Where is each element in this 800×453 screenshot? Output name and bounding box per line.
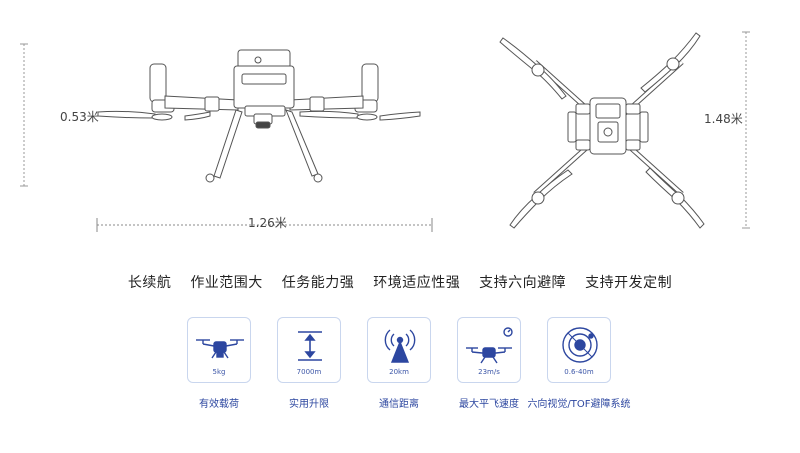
spec-value: 20km: [389, 368, 409, 376]
spec-value: 7000m: [296, 368, 322, 376]
spec-caption: 实用升限: [289, 399, 329, 410]
signal-tower-icon: [384, 329, 416, 363]
spec-caption: 有效载荷: [199, 399, 239, 410]
spec-card-range: 20km: [367, 317, 431, 383]
spec-card-obstacle: 0.6-40m: [547, 317, 611, 383]
drone-front-view: [96, 49, 433, 232]
diagonal-dimension-line: [742, 31, 750, 229]
diagonal-dimension-label: 1.48米: [704, 112, 743, 126]
feature-item: 支持开发定制: [585, 275, 673, 291]
spec-caption: 通信距离: [379, 399, 419, 410]
spec-value: 0.6-40m: [564, 368, 594, 376]
spec-card-speed: 23m/s: [457, 317, 521, 383]
spec-caption: 最大平飞速度: [459, 399, 519, 410]
feature-item: 环境适应性强: [373, 275, 461, 291]
feature-item: 任务能力强: [281, 275, 355, 291]
drone-payload-icon: [196, 339, 244, 359]
spec-caption: 六向视觉/TOF避障系统: [527, 399, 631, 410]
spec-value: 23m/s: [478, 368, 500, 376]
altitude-icon: [298, 331, 322, 361]
spec-card-payload: 5kg: [187, 317, 251, 383]
height-dimension-label: 0.53米: [60, 110, 99, 124]
feature-item: 长续航: [127, 275, 172, 291]
height-dimension-line: [20, 43, 28, 187]
radar-icon: [562, 327, 598, 363]
drone-top-view: [499, 32, 705, 229]
feature-item: 支持六向避障: [479, 275, 567, 291]
spec-card-altitude: 7000m: [277, 317, 341, 383]
spec-value: 5kg: [212, 368, 226, 376]
feature-item: 作业范围大: [190, 275, 263, 291]
width-dimension-label: 1.26米: [248, 216, 287, 230]
speed-drone-icon: [466, 327, 513, 364]
feature-list: 长续航 作业范围大 任务能力强 环境适应性强 支持六向避障 支持开发定制: [0, 272, 800, 292]
